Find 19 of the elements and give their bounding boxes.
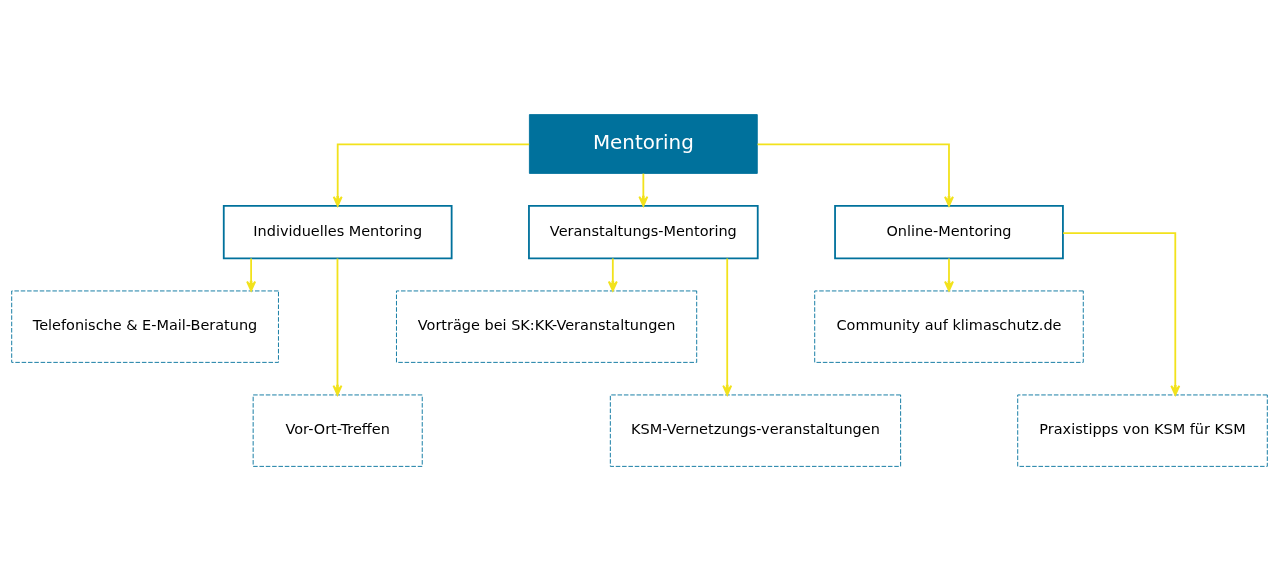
node-box: Vorträge bei SK:KK-Veranstaltungen [396, 290, 698, 363]
node-box: Mentoring [528, 114, 758, 174]
arrow [944, 257, 954, 292]
node-box: Veranstaltungs-Mentoring [528, 205, 759, 260]
arrow [332, 143, 530, 207]
arrow [1062, 232, 1181, 396]
arrow [638, 172, 649, 207]
arrow [332, 257, 343, 396]
node-box: Vor-Ort-Treffen [252, 394, 423, 467]
node-box: KSM-Vernetzungs-veranstaltungen [609, 394, 902, 467]
arrow [607, 257, 618, 292]
node-box: Praxistipps von KSM für KSM [1017, 394, 1268, 467]
node-box: Online-Mentoring [834, 205, 1064, 260]
node-box: Individuelles Mentoring [222, 205, 453, 260]
arrow [722, 257, 733, 396]
arrow [756, 143, 954, 207]
arrow [246, 257, 257, 292]
node-box: Telefonische & E-Mail-Beratung [11, 290, 279, 363]
node-box: Community auf klimaschutz.de [814, 290, 1084, 363]
